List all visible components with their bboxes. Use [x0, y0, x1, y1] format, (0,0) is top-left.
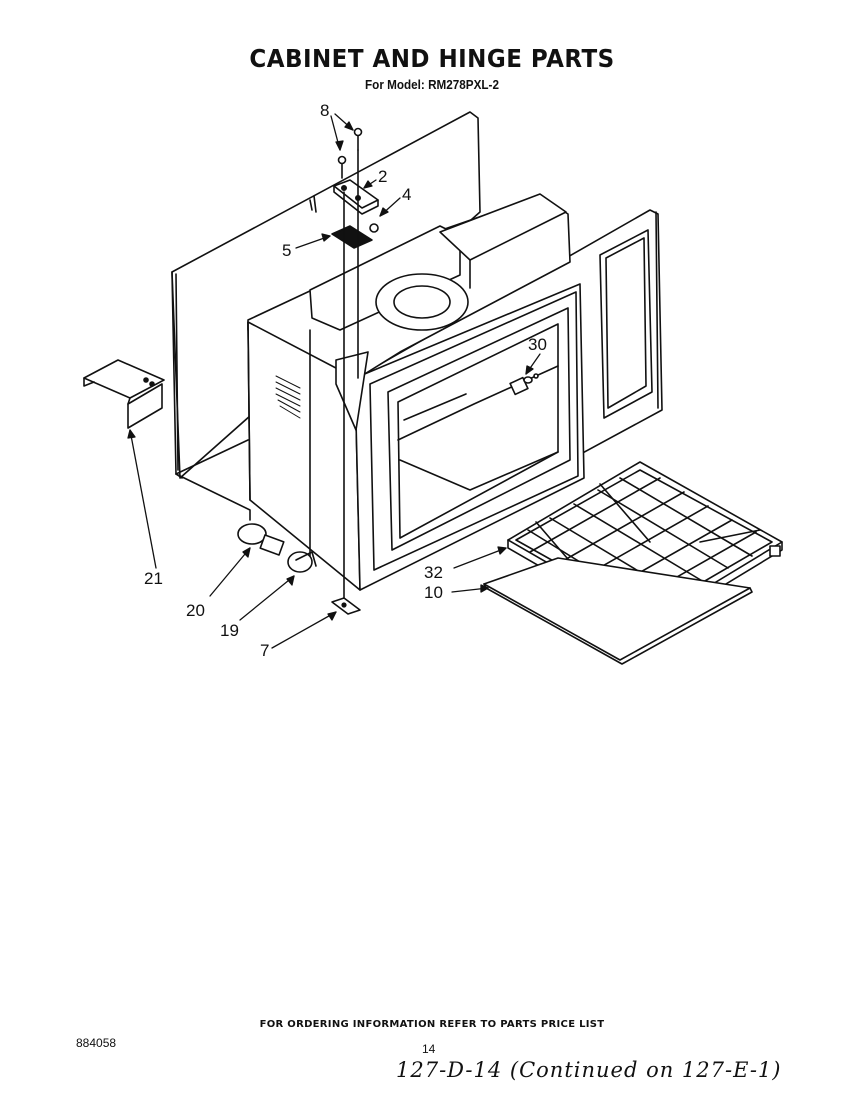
callout-8: 8: [320, 101, 329, 120]
document-number: 884058: [76, 1036, 117, 1050]
ordering-note: FOR ORDERING INFORMATION REFER TO PARTS …: [259, 1019, 605, 1030]
callout-4: 4: [402, 185, 411, 204]
vent-perforations: [275, 375, 301, 419]
callout-10: 10: [424, 583, 443, 602]
page-number: 14: [422, 1042, 436, 1056]
callout-labels: 8 2 4 5 30 21 20 19 7 32 10: [144, 101, 547, 660]
callout-19: 19: [220, 621, 239, 640]
screw-left: [337, 155, 347, 179]
cutout-knob: [509, 373, 539, 396]
leader-lines: [127, 113, 541, 649]
callout-32: 32: [424, 563, 443, 582]
callout-5: 5: [282, 241, 291, 260]
hinge-assembly: [309, 127, 379, 601]
model-subtitle: For Model: RM278PXL-2: [365, 77, 499, 92]
lower-hinge: [331, 597, 361, 615]
callout-7: 7: [260, 641, 269, 660]
callout-21: 21: [144, 569, 163, 588]
handwritten-annotation: 127-D-14 (Continued on 127-E-1): [396, 1058, 782, 1082]
callout-2: 2: [378, 167, 387, 186]
lamp-socket: [237, 329, 317, 573]
callout-30: 30: [528, 335, 547, 354]
page-title: CABINET AND HINGE PARTS: [249, 44, 615, 73]
screw-right: [353, 127, 363, 151]
oven-cavity: [247, 193, 585, 591]
bracket-21: [83, 359, 165, 429]
callout-20: 20: [186, 601, 205, 620]
